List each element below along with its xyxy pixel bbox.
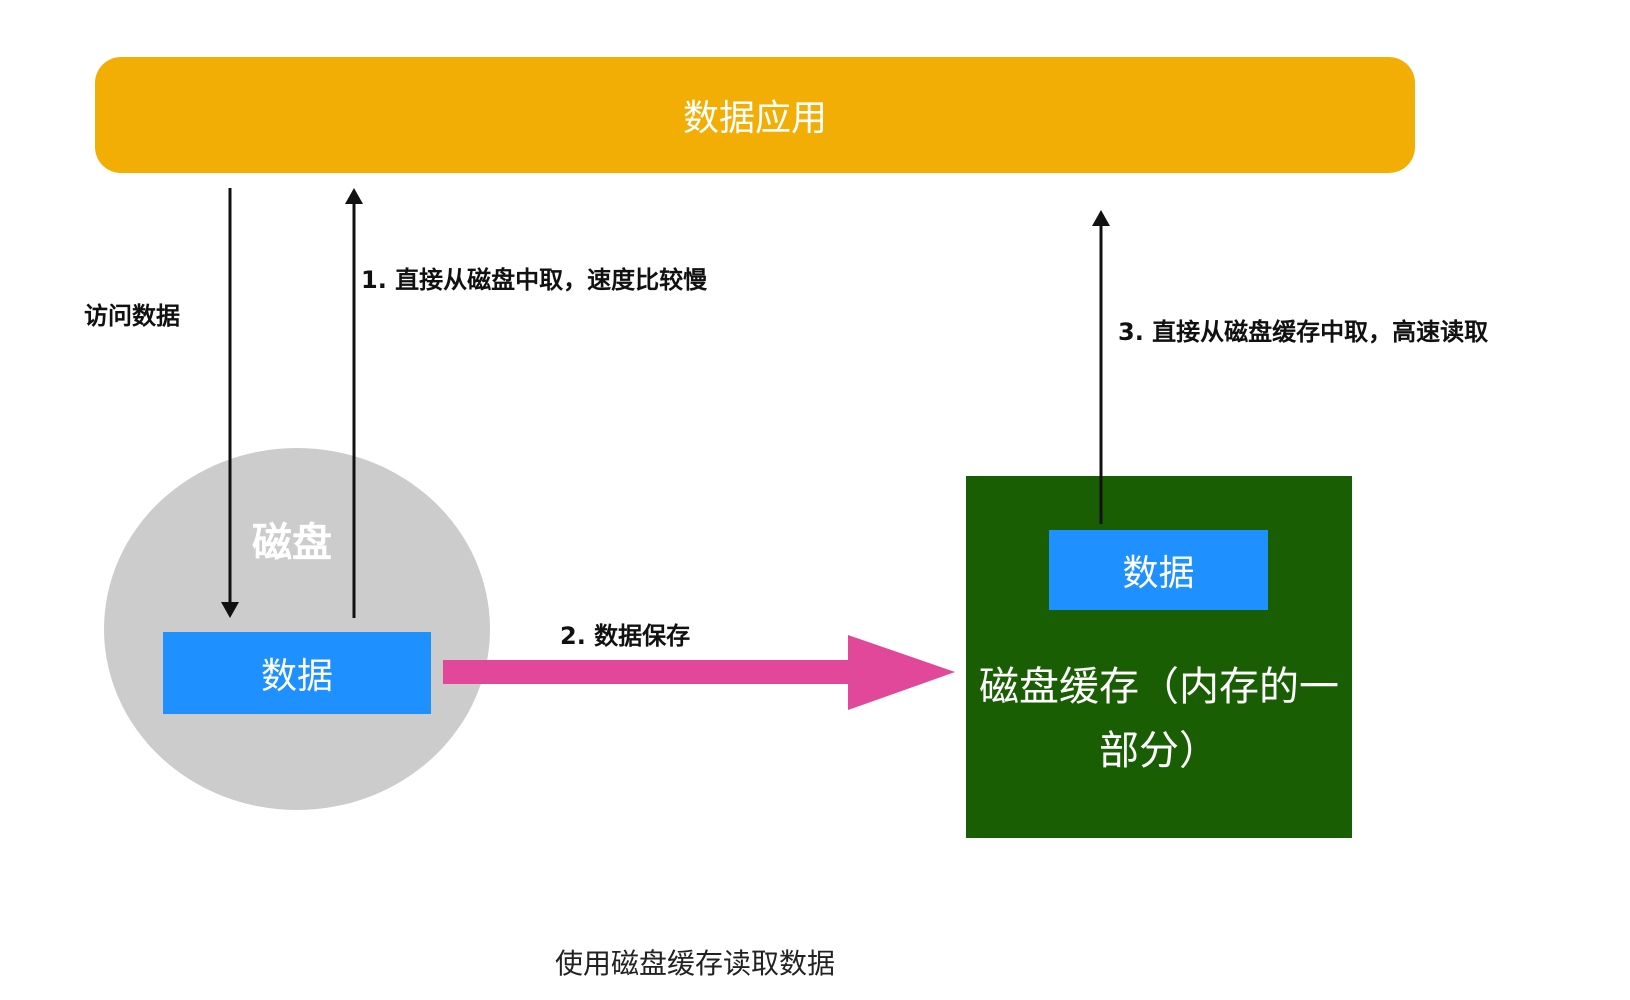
access-data-label: 访问数据 [84, 302, 180, 330]
cache-data-label: 数据 [1122, 553, 1195, 594]
step1-arrow [345, 188, 363, 618]
diagram-caption: 使用磁盘缓存读取数据 [554, 947, 835, 980]
disk-cache-label: 磁盘缓存（内存的一部分） [979, 664, 1339, 774]
step3-arrow [1092, 210, 1110, 524]
data-application-label: 数据应用 [682, 98, 827, 139]
step2-label: 2. 数据保存 [560, 622, 691, 650]
access-data-arrow [221, 188, 239, 618]
step1-label: 1. 直接从磁盘中取，速度比较慢 [361, 266, 708, 294]
disk-label: 磁盘 [252, 520, 332, 566]
data-application-box: 数据应用 [95, 57, 1415, 173]
disk-circle [104, 448, 490, 810]
disk-data-label: 数据 [260, 656, 333, 697]
cache-data-box: 数据 [1049, 530, 1268, 610]
step3-label: 3. 直接从磁盘缓存中取，高速读取 [1118, 318, 1489, 346]
disk-data-box: 数据 [163, 632, 431, 714]
step2-arrow [443, 635, 955, 710]
